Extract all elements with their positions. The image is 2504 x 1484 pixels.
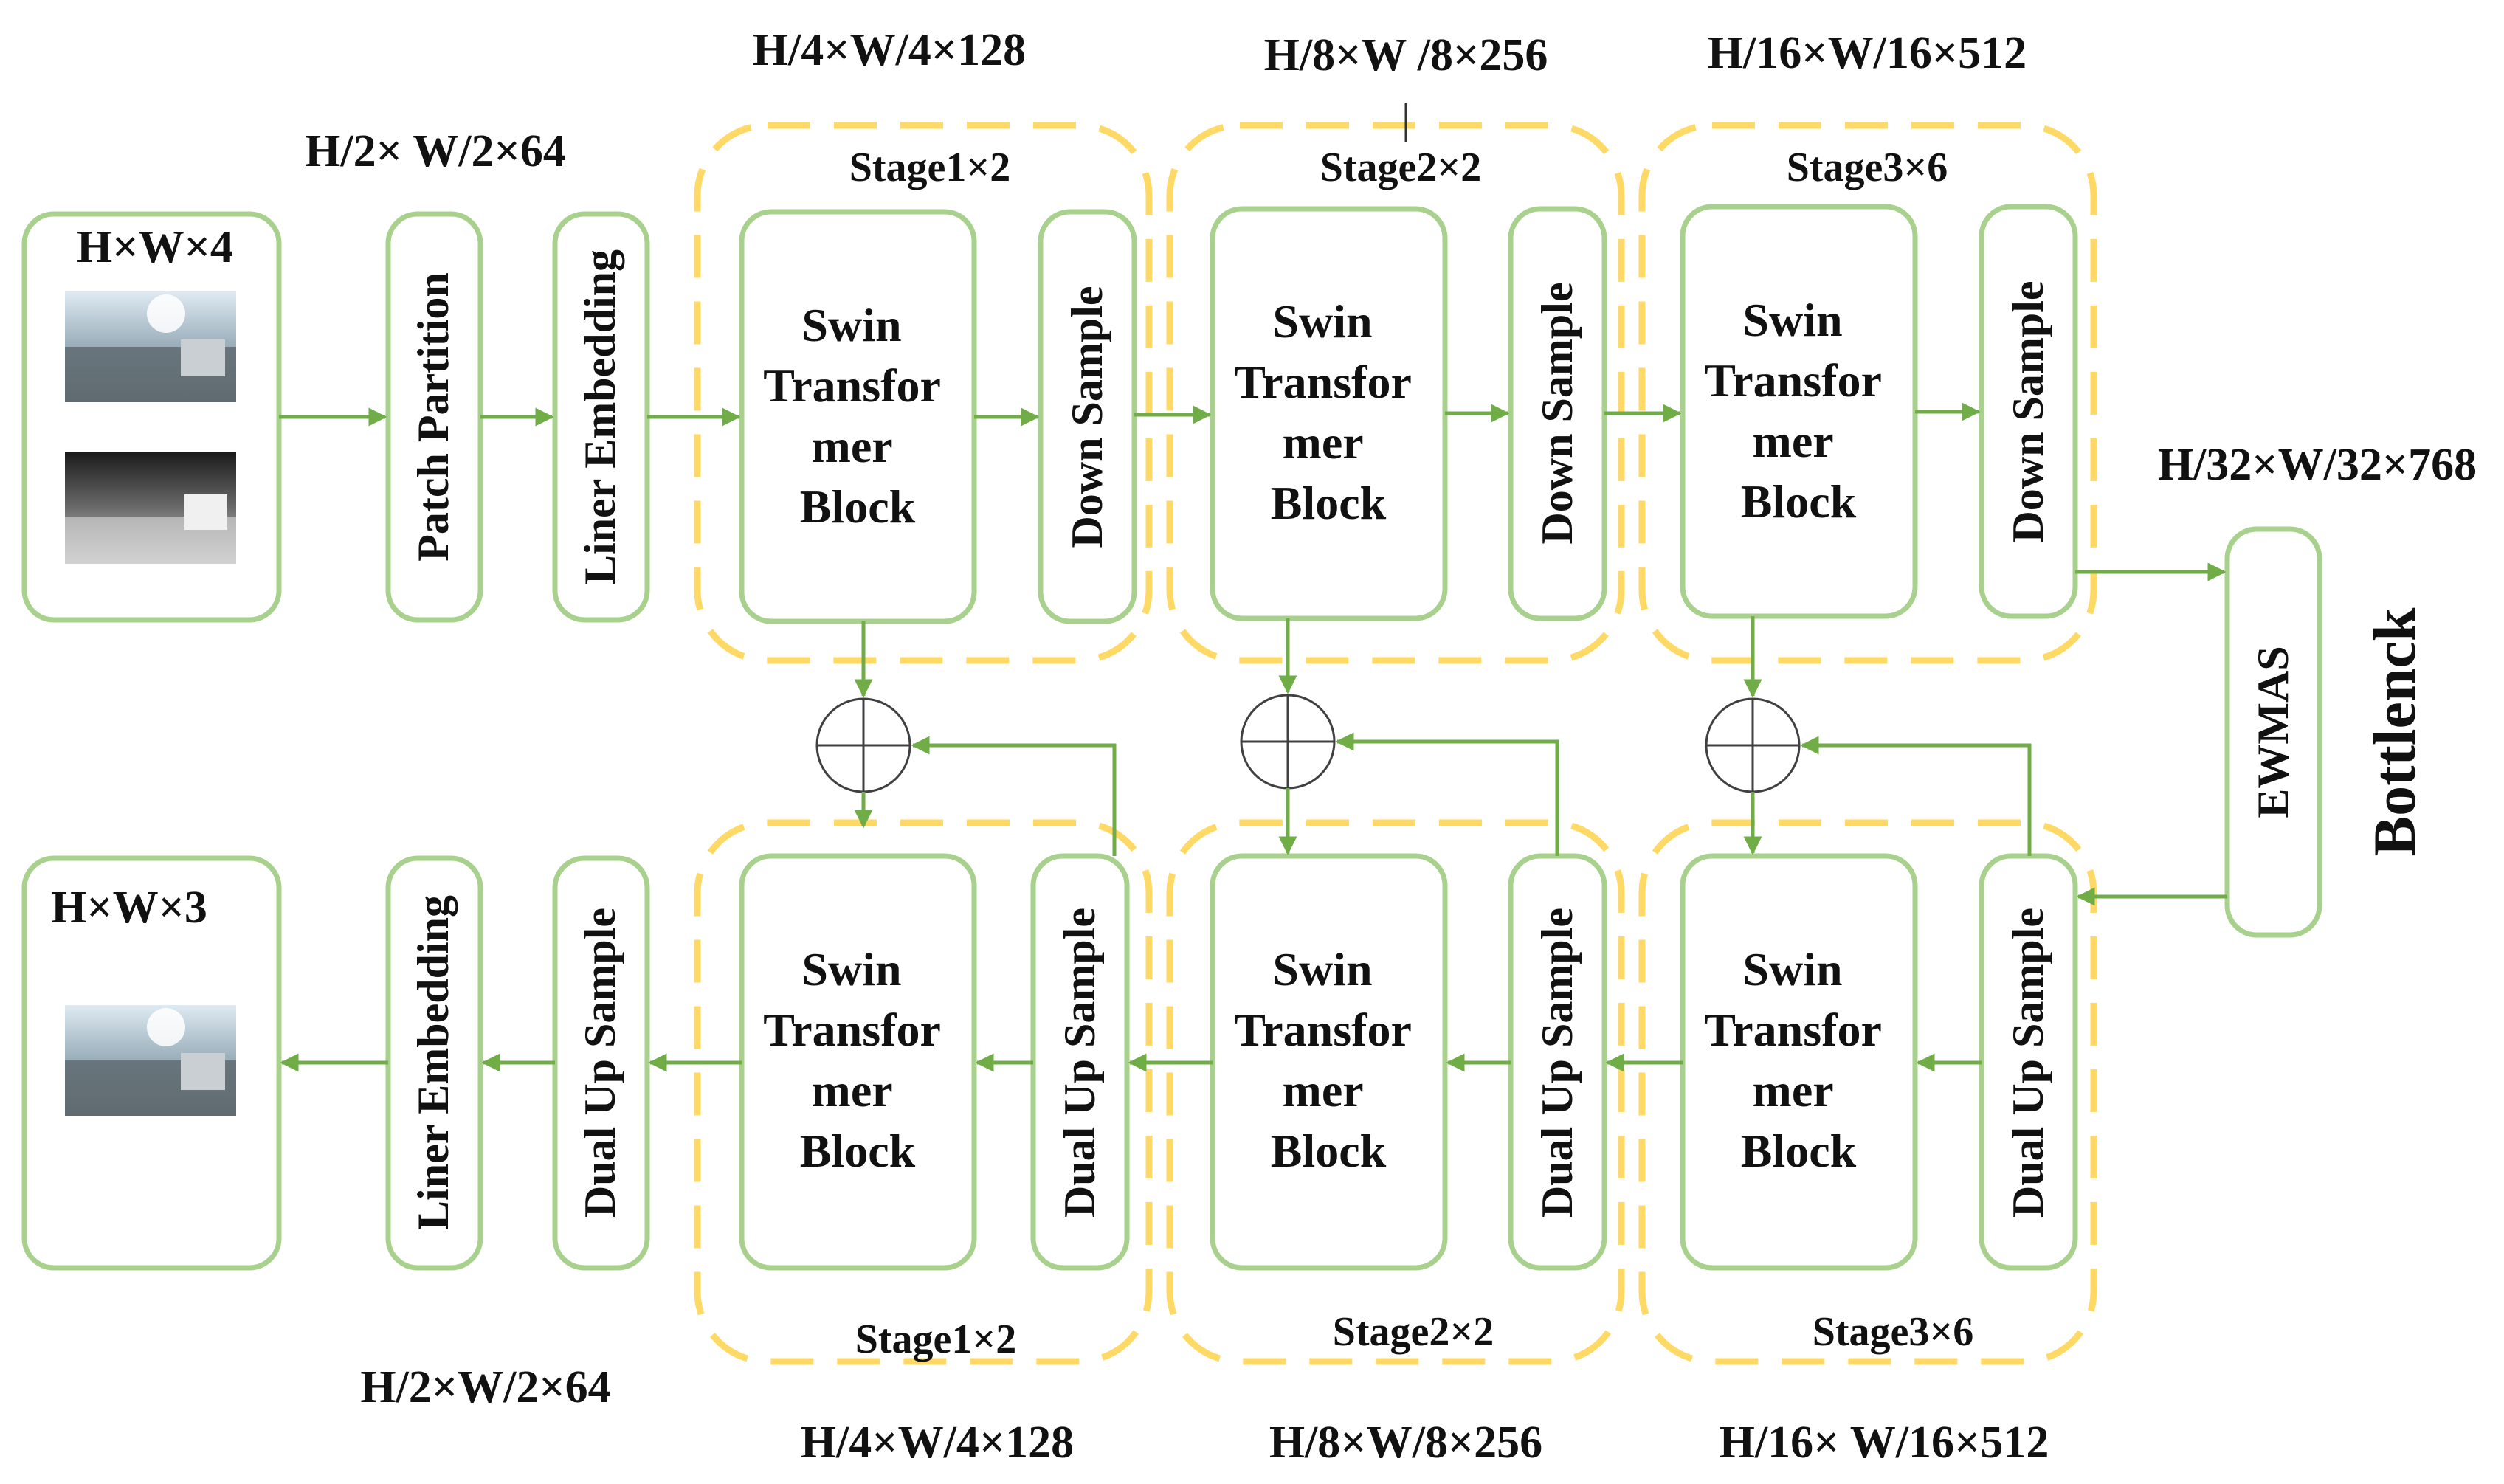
svg-text:Swin Transfor mer: Swin Transfor mer Block xyxy=(1234,295,1422,529)
output-box: H×W×3 xyxy=(21,855,282,1271)
encoder-liner-embedding-label: Liner Embedding xyxy=(576,249,624,584)
dim-label-dec-stage1: H/4×W/4×128 xyxy=(801,1418,1074,1468)
down-sample-label: Down Sample xyxy=(1533,282,1582,544)
skip-sum-node-3 xyxy=(1705,697,1801,793)
down-sample-label: Down Sample xyxy=(2004,280,2052,542)
dim-label-patch: H/2× W/2×64 xyxy=(305,126,566,176)
block-line: mer xyxy=(812,1064,893,1117)
down-sample-label: Down Sample xyxy=(1063,286,1111,548)
dim-label-dec-stage3: H/16× W/16×512 xyxy=(1720,1418,2049,1468)
decoder-stage3-dual-up-sample: Dual Up Sample xyxy=(1979,853,2078,1271)
block-line: Transfor xyxy=(1704,354,1881,407)
bottleneck-label: Bottlenck xyxy=(2361,607,2428,856)
decoder-liner-embedding-label: Liner Embedding xyxy=(409,895,458,1230)
block-line: Transfor xyxy=(1234,1004,1411,1056)
encoder-stage1-down-sample: Down Sample xyxy=(1038,209,1137,624)
block-line: Transfor xyxy=(1704,1004,1881,1056)
encoder-stage3-label: Stage3×6 xyxy=(1787,145,1948,190)
encoder-liner-embedding-box: Liner Embedding xyxy=(552,211,650,623)
skip-sum-node-1 xyxy=(815,697,911,793)
dim-label-enc-stage1: H/4×W/4×128 xyxy=(753,25,1026,75)
input-rgb-image xyxy=(65,291,236,402)
input-infrared-image xyxy=(65,452,236,564)
input-dim-label: H×W×4 xyxy=(77,222,233,272)
block-line: Block xyxy=(800,480,916,533)
encoder-stage3-group xyxy=(1638,122,2097,664)
block-line: mer xyxy=(812,420,893,472)
block-line: Swin xyxy=(801,943,901,995)
svg-text:Swin Transfor mer: Swin Transfor mer Block xyxy=(763,299,951,533)
encoder-stage1-block: Swin Transfor mer Block xyxy=(739,209,977,624)
block-line: Transfor xyxy=(1234,356,1411,408)
svg-text:Swin Transfor mer: Swin Transfor mer Block xyxy=(1704,943,1892,1177)
svg-text:Swin Transfor mer: Swin Transfor mer Block xyxy=(1704,294,1892,528)
encoder-stage3-block: Swin Transfor mer Block xyxy=(1680,204,1918,619)
block-line: Swin xyxy=(801,299,901,351)
decoder-stage2-dual-up-sample: Dual Up Sample xyxy=(1508,853,1607,1271)
arrow xyxy=(911,736,1117,856)
decoder-stage3-label: Stage3×6 xyxy=(1813,1309,1974,1355)
dual-up-sample-label: Dual Up Sample xyxy=(1533,908,1582,1218)
decoder-stage1-group xyxy=(694,819,1153,1365)
encoder-stage2-group xyxy=(1166,122,1625,664)
patch-partition-label: Patch Partition xyxy=(409,272,458,562)
block-line: Transfor xyxy=(763,1004,940,1056)
svg-text:Swin Transfor mer: Swin Transfor mer Block xyxy=(1234,943,1422,1177)
decoder-dual-up-sample-label: Dual Up Sample xyxy=(576,908,624,1218)
output-dim-label: H×W×3 xyxy=(51,883,207,933)
encoder-stage1-group xyxy=(694,122,1153,664)
decoder-liner-embedding-box: Liner Embedding xyxy=(385,855,483,1271)
ewmas-box: EWMAS xyxy=(2224,526,2322,938)
block-line: mer xyxy=(1753,415,1834,467)
dim-label-enc-stage3: H/16×W/16×512 xyxy=(1708,28,2027,78)
decoder-stage2-block: Swin Transfor mer Block xyxy=(1210,853,1448,1271)
encoder-stage2-label: Stage2×2 xyxy=(1320,145,1482,190)
dual-up-sample-label: Dual Up Sample xyxy=(1055,908,1104,1218)
block-line: Block xyxy=(1741,475,1857,528)
block-line: Swin xyxy=(1742,294,1842,346)
decoder-stage2-group xyxy=(1166,819,1625,1365)
dim-label-dec-stage2: H/8×W/8×256 xyxy=(1269,1418,1542,1468)
skip-sum-node-2 xyxy=(1240,694,1336,790)
patch-partition-box: Patch Partition xyxy=(385,211,483,623)
ewmas-label: EWMAS xyxy=(2249,646,2297,818)
decoder-stage1-dual-up-sample: Dual Up Sample xyxy=(1030,853,1130,1271)
arrow xyxy=(1335,732,1559,856)
svg-text:Swin Transfor mer: Swin Transfor mer Block xyxy=(763,943,951,1177)
encoder-stage1-label: Stage1×2 xyxy=(849,145,1011,190)
block-line: Block xyxy=(800,1125,916,1177)
block-line: Swin xyxy=(1742,943,1842,995)
decoder-stage3-block: Swin Transfor mer Block xyxy=(1680,853,1918,1271)
decoder-stage1-label: Stage1×2 xyxy=(855,1316,1017,1362)
block-line: Swin xyxy=(1272,943,1372,995)
block-line: Block xyxy=(1271,1125,1387,1177)
block-line: mer xyxy=(1753,1064,1834,1117)
dual-up-sample-label: Dual Up Sample xyxy=(2004,908,2052,1218)
output-rgb-image xyxy=(65,1005,236,1116)
encoder-stage3-down-sample: Down Sample xyxy=(1979,204,2078,619)
block-line: Block xyxy=(1271,477,1387,529)
flow-arrows xyxy=(279,402,2227,1072)
decoder-dual-up-sample-box: Dual Up Sample xyxy=(552,855,650,1271)
decoder-stage2-label: Stage2×2 xyxy=(1333,1309,1494,1355)
block-line: mer xyxy=(1283,416,1364,469)
block-line: Block xyxy=(1741,1125,1857,1177)
dim-label-enc-stage2: H/8×W /8×256 xyxy=(1264,30,1548,80)
encoder-stage2-down-sample: Down Sample xyxy=(1508,206,1607,621)
decoder-stage3-group xyxy=(1638,819,2097,1365)
encoder-stage2-block: Swin Transfor mer Block xyxy=(1210,206,1448,621)
dim-label-dec-embed: H/2×W/2×64 xyxy=(360,1362,610,1412)
input-box: H×W×4 xyxy=(21,211,282,623)
decoder-stage1-block: Swin Transfor mer Block xyxy=(739,853,977,1271)
block-line: Transfor xyxy=(763,359,940,412)
block-line: mer xyxy=(1283,1064,1364,1117)
block-line: Swin xyxy=(1272,295,1372,348)
arrow xyxy=(1800,736,2032,856)
dim-label-bottleneck: H/32×W/32×768 xyxy=(2158,440,2477,490)
